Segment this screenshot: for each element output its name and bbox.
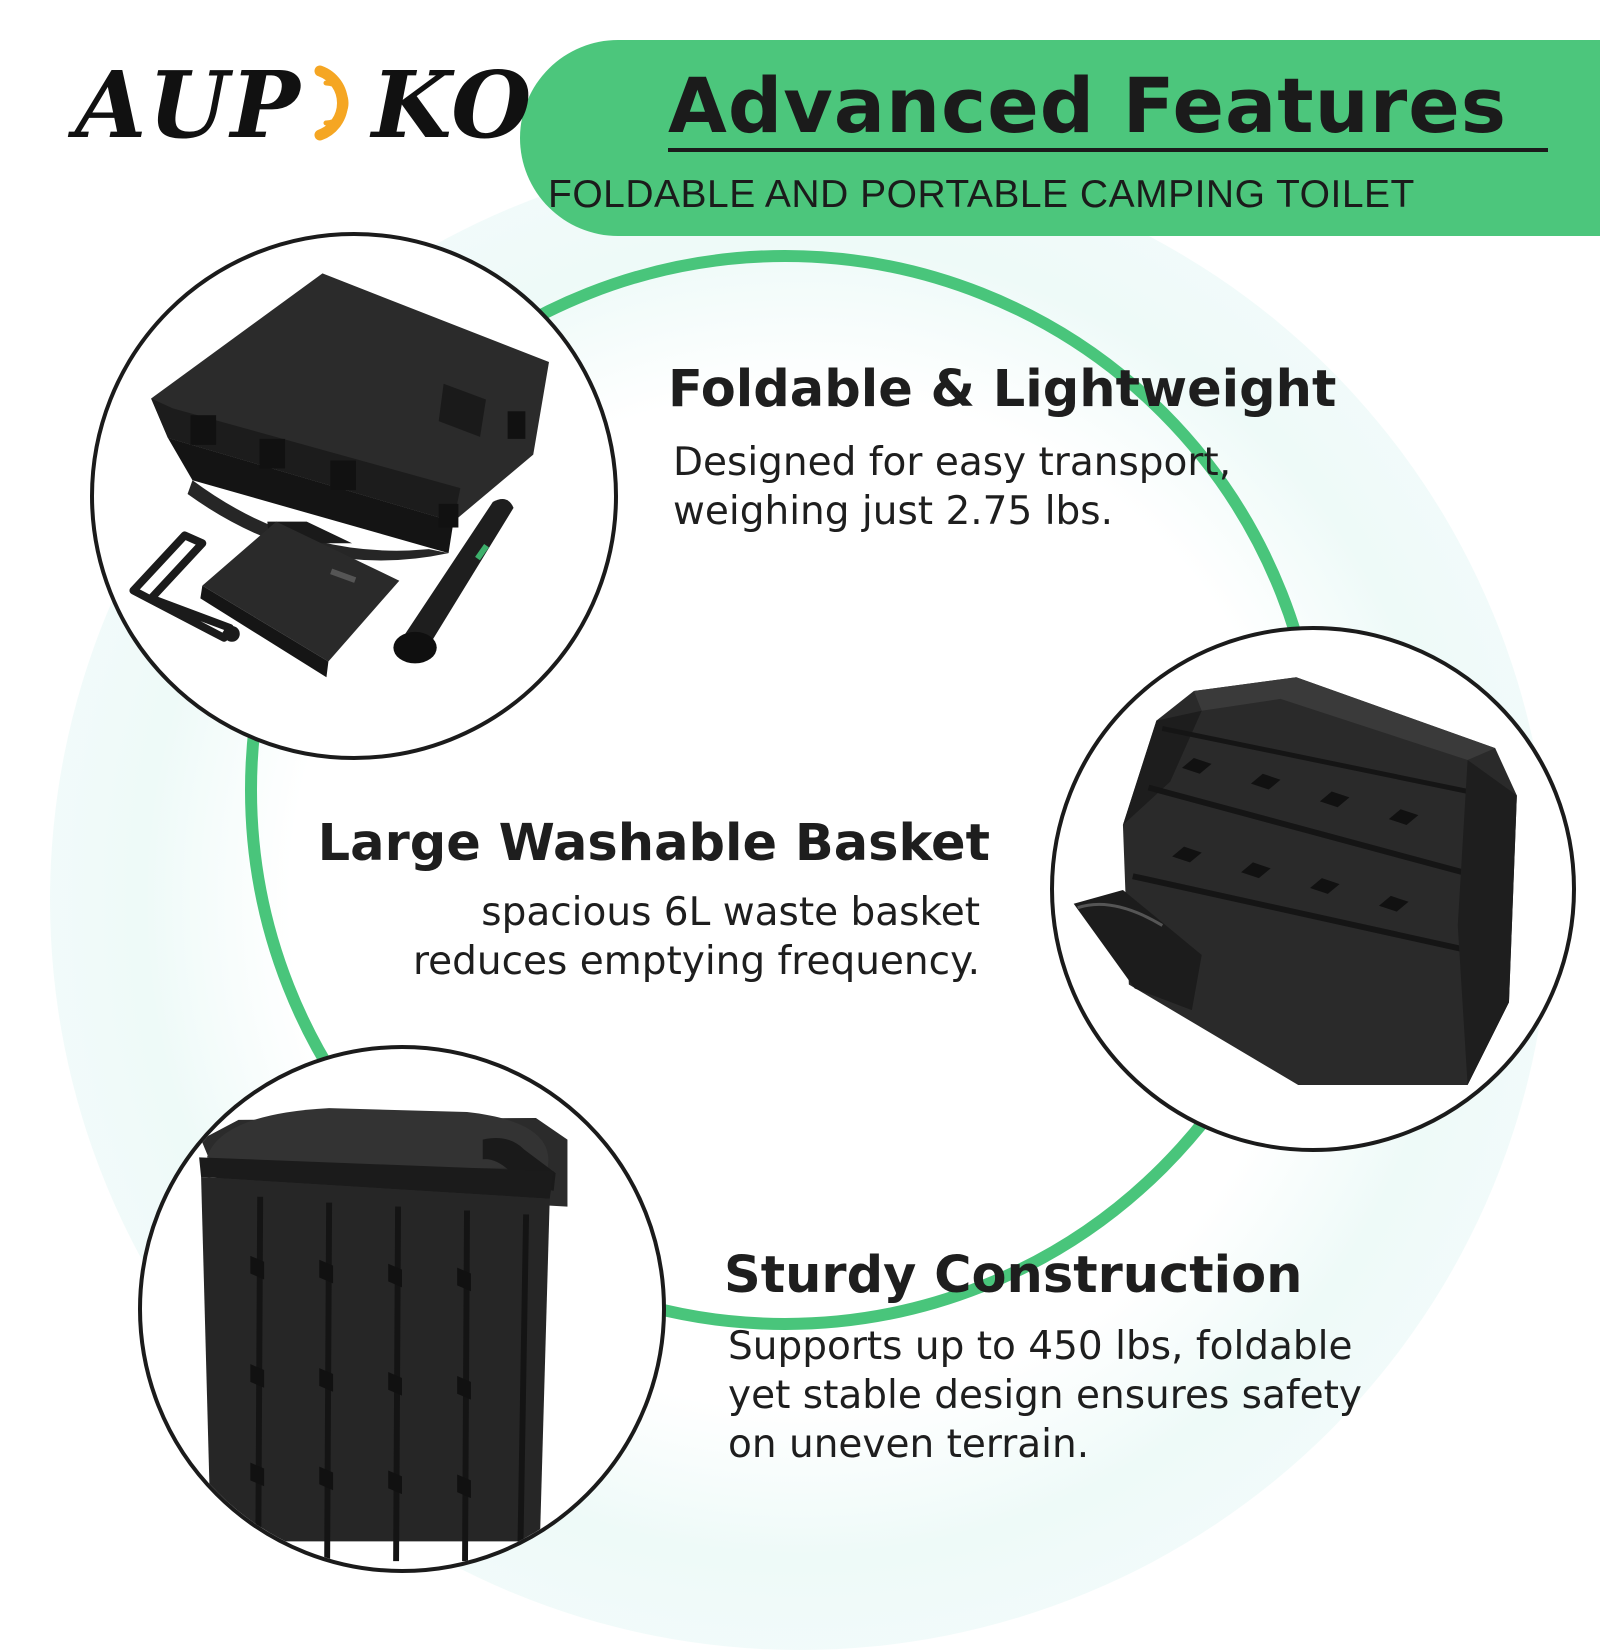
description-line: weighing just 2.75 lbs.: [673, 489, 1114, 534]
description-line: spacious 6L waste basket: [481, 890, 980, 935]
description-line: Designed for easy transport,: [673, 440, 1232, 485]
logo-o-mark-icon: [302, 61, 372, 141]
feature-description-foldable: Designed for easy transport, weighing ju…: [673, 438, 1231, 536]
feature-description-sturdy: Supports up to 450 lbs, foldable yet sta…: [728, 1322, 1362, 1469]
title-underline: [668, 148, 1548, 152]
feature-title-sturdy: Sturdy Construction: [724, 1246, 1303, 1305]
folded-toilet-illustration: [129, 273, 549, 678]
brand-logo: AUP KO: [75, 55, 531, 155]
description-line: Supports up to 450 lbs, foldable: [728, 1324, 1353, 1369]
feature-title-foldable: Foldable & Lightweight: [668, 360, 1337, 419]
description-line: reduces emptying frequency.: [412, 939, 980, 984]
feature-image-assembled-toilet: [138, 1045, 666, 1573]
description-line: on uneven terrain.: [728, 1422, 1090, 1467]
feature-description-basket: spacious 6L waste basket reduces emptyin…: [274, 888, 980, 986]
feature-image-folded-toilet: [90, 232, 618, 760]
feature-title-basket: Large Washable Basket: [317, 814, 990, 873]
header-banner: [520, 40, 1600, 236]
logo-suffix: KO: [371, 51, 534, 159]
assembled-toilet-illustration: [199, 1108, 568, 1562]
tilted-basket-illustration: [1073, 677, 1517, 1085]
page-subtitle: FOLDABLE AND PORTABLE CAMPING TOILET: [548, 173, 1415, 216]
logo-prefix: AUP: [75, 51, 302, 159]
page-title: Advanced Features: [668, 61, 1507, 150]
feature-image-tilted-basket: [1050, 626, 1576, 1152]
description-line: yet stable design ensures safety: [728, 1373, 1362, 1418]
